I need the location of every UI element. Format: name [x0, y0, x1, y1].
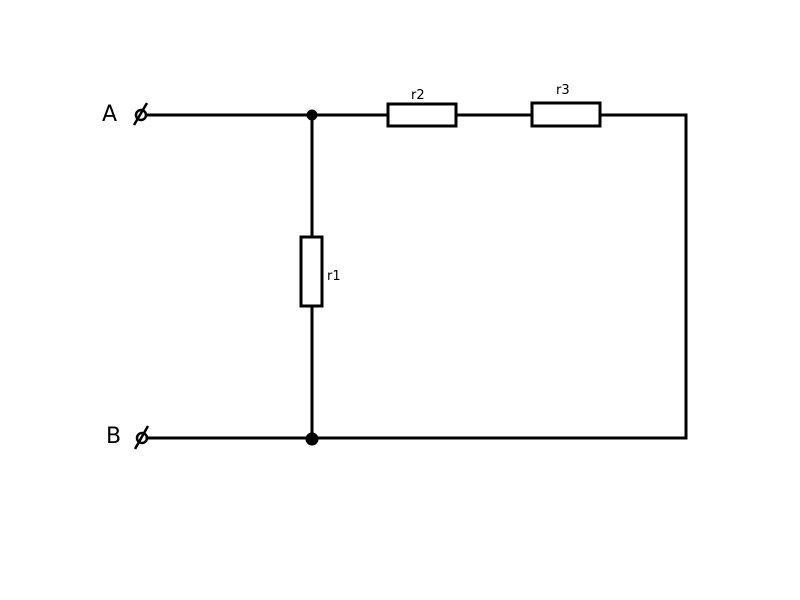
resistor-r3 [530, 101, 602, 128]
terminal-a-label: A [102, 102, 117, 127]
resistor-r2-label: r2 [411, 88, 425, 103]
resistor-r3-label: r3 [556, 83, 570, 98]
junction-bottom [305, 432, 319, 446]
resistor-r1 [299, 235, 324, 308]
resistor-r1-label: r1 [327, 269, 341, 284]
terminal-b-label: B [106, 424, 121, 449]
junction-top [306, 109, 318, 121]
resistor-r2 [386, 102, 458, 128]
terminal-a-symbol [132, 102, 149, 126]
